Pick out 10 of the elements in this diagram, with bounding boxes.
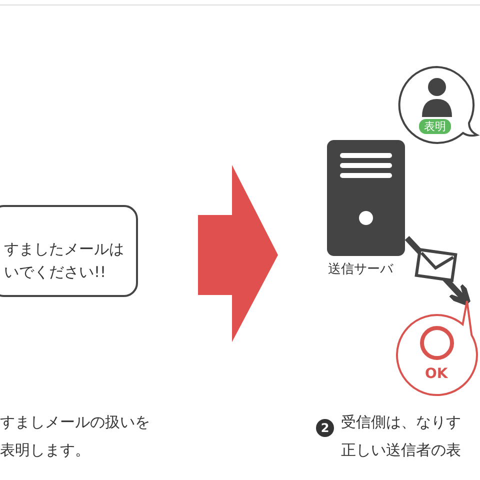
step-number: 2 (316, 419, 334, 437)
thought-bubble (397, 65, 480, 145)
status-badge: 表明 (419, 119, 451, 134)
caption-text: 受信側は、なりす正しい送信者の表 (341, 412, 462, 461)
arrow (404, 236, 471, 306)
caption-text: すましメールの扱いを表明します。 (0, 412, 151, 461)
speech-bubble (0, 205, 138, 297)
server-label: 送信サーバ (328, 261, 393, 278)
ok-text: OK (425, 366, 448, 382)
bubble-text: すましたメールはいでください!! (4, 239, 125, 283)
